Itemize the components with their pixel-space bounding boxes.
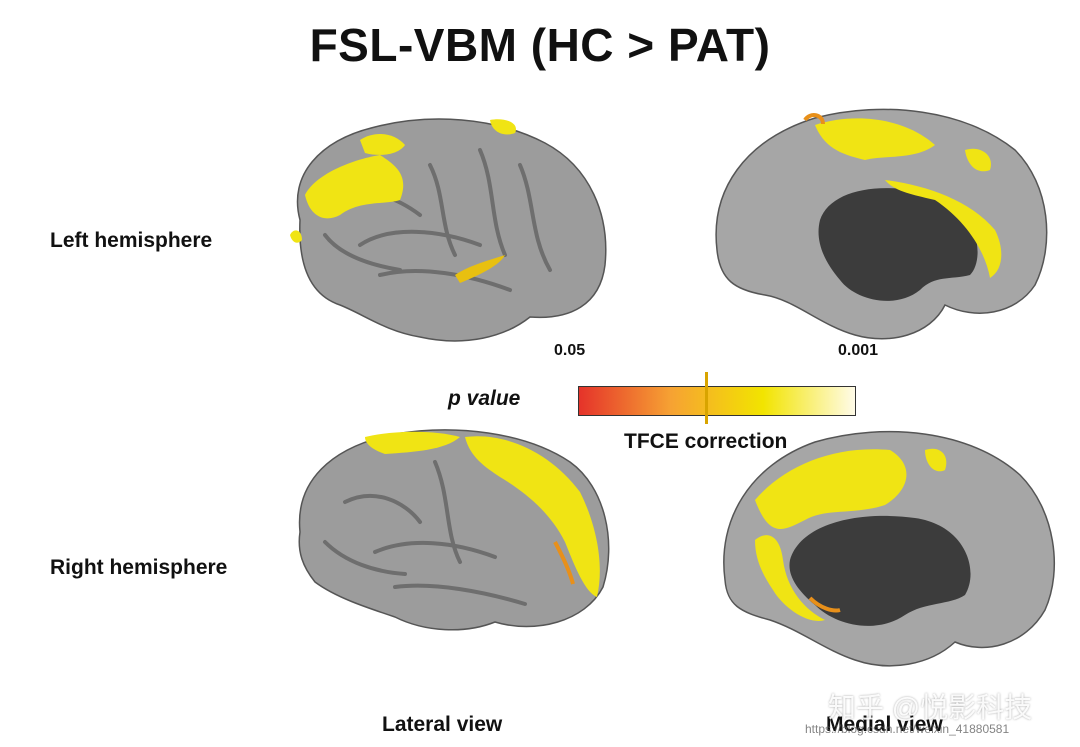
significant-cluster <box>885 180 1002 278</box>
brain-left-lateral <box>290 118 607 342</box>
view-label-lateral: Lateral view <box>382 713 503 736</box>
significant-edge <box>808 596 841 613</box>
corpus-callosum <box>789 515 971 626</box>
significant-cluster <box>755 449 907 529</box>
watermark-text: 知乎 @悦影科技 <box>828 692 1033 723</box>
row-label-left-hemisphere: Left hemisphere <box>50 229 213 252</box>
significant-cluster <box>455 255 505 283</box>
colorbar-threshold-marker <box>705 372 708 424</box>
scale-correction-label: TFCE correction <box>624 430 788 453</box>
significant-cluster <box>965 148 991 172</box>
p-value-colorbar <box>578 386 856 416</box>
significant-cluster <box>755 535 825 621</box>
brain-left-medial <box>715 108 1048 340</box>
scale-tick-high: 0.001 <box>838 342 879 359</box>
significant-cluster <box>290 230 302 243</box>
significant-cluster <box>365 431 460 454</box>
scale-label-p-value: p value <box>448 387 521 410</box>
row-label-right-hemisphere: Right hemisphere <box>50 556 228 579</box>
corpus-callosum <box>818 188 978 301</box>
watermark-url: https://blog.csdn.net/weixin_41880581 <box>805 722 1010 736</box>
figure-title: FSL-VBM (HC > PAT) <box>309 19 771 71</box>
significant-edge <box>803 113 825 125</box>
scale-tick-low: 0.05 <box>554 342 586 359</box>
significant-cluster <box>925 448 947 472</box>
brain-right-medial <box>723 430 1055 667</box>
significant-cluster <box>465 436 600 597</box>
significant-cluster <box>360 133 405 155</box>
view-label-medial: Medial view <box>826 713 943 736</box>
brain-right-lateral <box>298 429 610 631</box>
significant-cluster <box>305 155 404 219</box>
significant-cluster <box>815 118 935 160</box>
significant-cluster <box>490 119 516 135</box>
significant-edge <box>553 541 575 585</box>
sulcus-lines <box>323 460 527 606</box>
cortex-surface <box>296 118 607 342</box>
